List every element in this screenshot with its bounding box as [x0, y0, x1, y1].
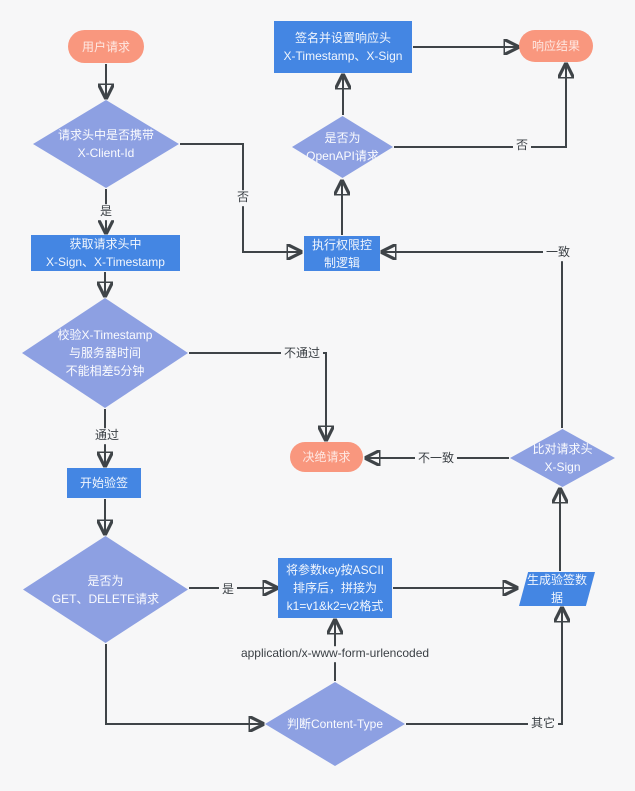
edge-label-sign-match: 一致	[542, 245, 574, 261]
edge-contenttype-other	[406, 609, 562, 725]
edge-label-content-form: application/x-www-form-urlencoded	[237, 646, 433, 662]
edge-compare-match	[383, 252, 563, 428]
node-sort-params: 将参数key按ASCII 排序后，拼接为 k1=v1&k2=v2格式	[278, 558, 392, 618]
edge-label-content-other: 其它	[527, 716, 559, 732]
node-gen-sign-data: 生成验签数 据	[519, 572, 595, 606]
node-user-request: 用户请求	[68, 30, 144, 63]
edge-label-pass: 通过	[91, 428, 123, 444]
edge-label-no-openapi: 否	[512, 138, 532, 154]
edge-label-yes-client-id: 是	[96, 204, 116, 220]
node-reject-request: 决绝请求	[290, 442, 363, 472]
edge-label-fail: 不通过	[280, 346, 324, 362]
edge-label-sign-mismatch: 不一致	[414, 451, 458, 467]
edge-openapi-no	[394, 65, 566, 148]
node-response-result: 响应结果	[519, 30, 593, 62]
node-start-verify: 开始验签	[67, 468, 141, 498]
edge-label-yes-get-delete: 是	[218, 582, 238, 598]
edge-getdelete-to-contenttype	[105, 644, 262, 724]
node-sign-response: 签名并设置响应头 X-Timestamp、X-Sign	[274, 21, 412, 73]
edge-check-fail	[189, 352, 326, 439]
node-get-headers: 获取请求头中 X-Sign、X-Timestamp	[31, 235, 180, 271]
edge-label-no-client-id: 否	[233, 190, 253, 206]
node-exec-permission: 执行权限控 制逻辑	[304, 236, 380, 271]
